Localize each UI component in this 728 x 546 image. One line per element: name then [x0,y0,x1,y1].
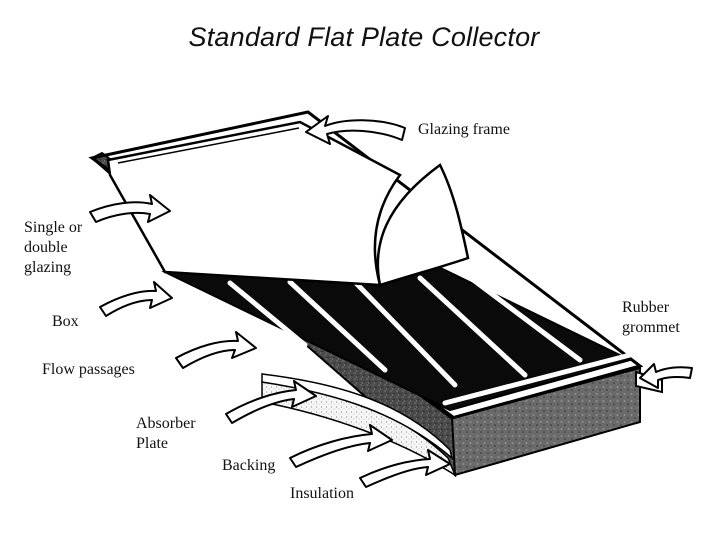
arrow-backing [289,424,393,468]
label-single-or-double-glazing: Single or double glazing [24,219,83,276]
label-absorber-plate: Absorber Plate [136,415,196,452]
diagram-title: Standard Flat Plate Collector [188,22,540,52]
label-box: Box [52,313,79,330]
flow-passage-tubes [227,267,633,406]
glazing-inner-edge [117,127,300,164]
glazing-curl [376,163,470,287]
label-flow-passages: Flow passages [42,361,135,378]
pointer-arrows [89,115,693,488]
arrow-rubber-grommet [639,363,693,389]
label-backing: Backing [222,457,276,474]
arrow-insulation [359,449,451,488]
label-glazing-frame: Glazing frame [418,121,510,138]
arrow-glazing [89,194,171,223]
arrow-flow-passages [175,331,257,369]
cutaway-absorber-edge [261,373,454,461]
label-insulation: Insulation [290,485,354,502]
arrow-absorber [225,380,317,424]
arrow-glazing-frame [305,115,406,145]
arrow-box [99,281,173,317]
label-rubber-grommet: Rubber grommet [622,299,680,336]
